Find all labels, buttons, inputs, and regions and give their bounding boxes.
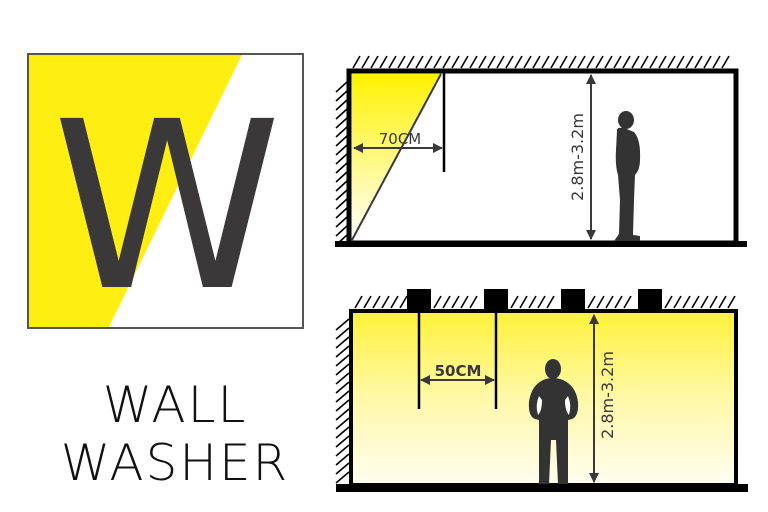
beam-edge xyxy=(351,73,442,241)
fixture-2 xyxy=(484,289,508,310)
left-wall-hatch xyxy=(335,81,348,246)
person-side-icon xyxy=(614,111,641,241)
spacing-label: 50CM xyxy=(435,362,482,380)
height-label: 2.8m-3.2m xyxy=(568,113,587,201)
ceiling-hatch xyxy=(352,55,730,69)
bottom-room-diagram: 50CM 2.8m-3.2m xyxy=(335,289,748,492)
ceiling-hatch xyxy=(354,295,736,309)
title-line-2: WASHER xyxy=(60,434,290,492)
title-line-1: WALL xyxy=(102,376,248,434)
logo-graphic: W xyxy=(29,55,282,329)
person-arm-gaps xyxy=(536,396,571,415)
left-wall-hatch xyxy=(335,318,350,484)
logo-letter: W xyxy=(52,72,281,329)
floor xyxy=(335,241,747,247)
fixture-4 xyxy=(638,289,662,310)
height-label: 2.8m-3.2m xyxy=(598,351,617,439)
offset-label: 70CM xyxy=(379,130,422,148)
fixture-3 xyxy=(561,289,585,310)
fixture-1 xyxy=(407,289,431,310)
floor xyxy=(336,484,748,492)
wall-washer-logo: W xyxy=(27,53,304,329)
top-room-diagram: 70CM 2.8m-3.2m xyxy=(335,55,747,247)
logo-yellow-wedge xyxy=(29,55,242,327)
